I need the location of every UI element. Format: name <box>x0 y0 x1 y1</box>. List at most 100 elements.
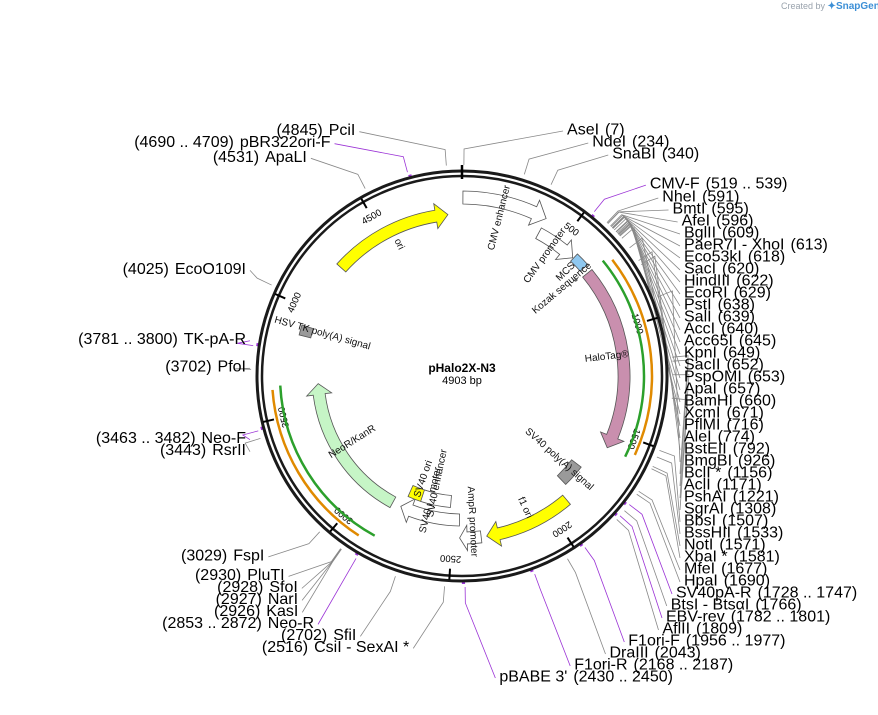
primer-neo-r: (2853 .. 2872)Neo-R <box>162 615 314 632</box>
label-name: EBV-rev <box>666 608 725 625</box>
site-leader-line <box>657 290 681 462</box>
label-name: PspOMI <box>684 368 742 385</box>
site-leader-line <box>612 216 681 283</box>
snapgene-logo-icon: ✦ <box>827 1 836 12</box>
site-leader-line <box>638 490 681 571</box>
site-pfoi: (3702)PfoI <box>165 359 246 376</box>
site-ecoo109i: (4025) EcoO109I <box>123 261 246 278</box>
feature-sv40-promoter <box>400 497 461 527</box>
label-position: (1728 .. 1747) <box>758 584 858 601</box>
primer-mark <box>529 569 534 573</box>
label-name: BmgBI <box>684 452 732 469</box>
label-name: ApaI <box>684 380 717 397</box>
feature-sv40-enhancer <box>420 489 452 508</box>
label-position: (609) <box>722 224 759 241</box>
label-name: ApaLI <box>265 149 307 166</box>
site-sfoi: (2928) SfoI <box>217 579 298 596</box>
label-position: (622) <box>736 272 773 289</box>
site-acc65i: Acc65I(645) <box>684 332 776 349</box>
site-alei: AleI(774) <box>684 428 755 445</box>
tick-mark <box>448 568 452 580</box>
label-position: (639) <box>718 308 755 325</box>
label-name: AseI <box>567 122 599 139</box>
label-name: BssHII <box>684 524 731 541</box>
label-position: (4025) <box>123 261 169 278</box>
site-labels: AseI(7)NdeI(234)SnaBI(340)CMV-F(519 .. 5… <box>78 122 857 686</box>
label-name: pBABE 3' <box>499 668 567 685</box>
site-leader-line <box>607 211 678 224</box>
site-leader-line <box>359 131 447 166</box>
tick-mark <box>360 198 368 209</box>
label-position: (2043) <box>655 644 701 661</box>
tick-mark <box>646 316 658 322</box>
site-leader-line <box>360 576 396 637</box>
feature-f1-ori <box>486 494 572 547</box>
label-position: (2928) <box>217 579 263 596</box>
label-name: NarI <box>268 591 298 608</box>
feature-hsv-tk-poly-a-signal <box>298 324 314 339</box>
feature-neor-kanr <box>305 383 397 509</box>
label-name: PflMI <box>684 416 720 433</box>
label-position: (652) <box>726 356 763 373</box>
site-leader-line <box>672 355 689 474</box>
site-leader-line <box>301 548 342 589</box>
primer-leader-line <box>619 515 663 619</box>
label-position: (2930) <box>195 567 241 584</box>
primer-leader-line <box>584 547 625 643</box>
site-leader-line <box>463 130 564 166</box>
tick-mark <box>642 441 654 448</box>
label-name: SgrAI <box>684 500 724 517</box>
label-name: BbsI <box>684 512 716 529</box>
label-name: CsiI - SexAI * <box>314 639 409 656</box>
primer-leader-line <box>594 184 647 212</box>
site-pluti: (2930) PluTI <box>195 567 285 584</box>
label-name: BmtI <box>673 200 706 217</box>
label-position: (3443) <box>160 442 206 459</box>
site-paer7i-xhoi: PaeR7I - XhoI(613) <box>684 236 828 253</box>
site-acci: AccI(640) <box>684 320 758 337</box>
label-position: (1809) <box>696 620 742 637</box>
label-name: F1ori-R <box>574 656 627 673</box>
label-position: (1308) <box>730 500 776 517</box>
primer-ebv-rev: EBV-rev(1782 .. 1801) <box>666 608 830 625</box>
label-name: SalI <box>684 308 712 325</box>
label-name: DraIII <box>609 644 648 661</box>
site-leader-line <box>652 465 681 547</box>
primer-mark <box>579 543 584 547</box>
label-position: (660) <box>739 392 776 409</box>
site-saci: SacI(620) <box>684 260 759 277</box>
primer-mark <box>623 501 627 506</box>
created-by-text: Created by <box>781 1 826 11</box>
label-name: BclI * <box>684 464 721 481</box>
plasmid-size: 4903 bp <box>442 375 482 387</box>
site-aflii: AflII (1809) <box>662 620 742 637</box>
primer-leader-line <box>464 586 496 679</box>
brand-name: SnapGene <box>835 1 878 12</box>
label-name: SfoI <box>269 579 297 596</box>
feature-label-f1-ori: f1 ori <box>515 495 534 520</box>
label-name: AflII <box>662 620 690 637</box>
label-name: EcoO109I <box>175 261 246 278</box>
site-mfei: MfeI(1677) <box>684 560 767 577</box>
label-position: (629) <box>734 284 771 301</box>
site-snabi: SnaBI(340) <box>612 146 699 163</box>
site-noti: NotI(1571) <box>684 536 766 553</box>
site-ecori: EcoRI(629) <box>684 284 771 301</box>
label-name: Eco53kI <box>684 248 742 265</box>
site-leader-line <box>651 468 681 559</box>
label-position: (649) <box>723 344 760 361</box>
label-name: PluTI <box>247 567 284 584</box>
feature-label-ori: ori <box>392 237 407 252</box>
site-bmti: BmtI(595) <box>673 200 749 217</box>
site-leader-line <box>610 214 681 235</box>
site-hindiii: HindIII(622) <box>684 272 774 289</box>
label-position: (2168 .. 2187) <box>634 656 734 673</box>
tick-mark <box>329 522 339 533</box>
label-name: RsrII <box>212 442 246 459</box>
label-name: PstI <box>684 296 712 313</box>
label-position: (1581) <box>734 548 780 565</box>
site-pcii: (4845)PciI <box>276 122 355 139</box>
feature-sv40-poly-a-signal <box>556 459 582 485</box>
site-leader-line <box>249 270 272 286</box>
label-position: (657) <box>723 380 760 397</box>
